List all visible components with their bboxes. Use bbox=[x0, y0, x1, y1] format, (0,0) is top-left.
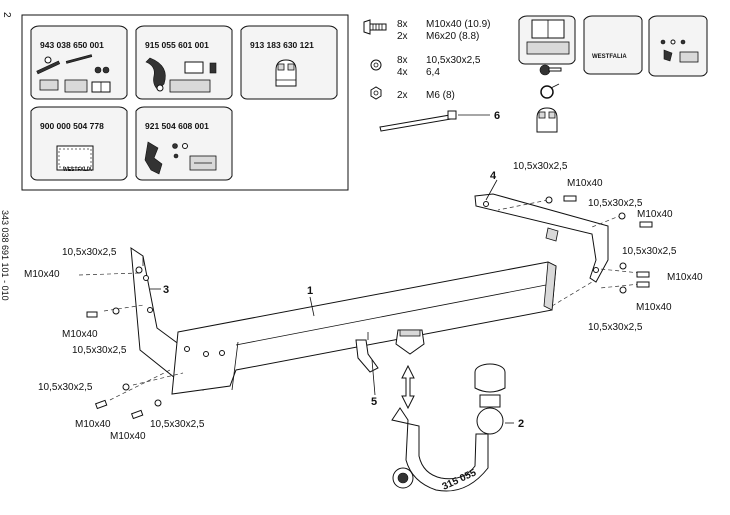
kit-brand: WESTFALIA bbox=[63, 167, 92, 173]
kit-part-number: 913 183 630 121 bbox=[250, 40, 314, 50]
kit-contents-frame bbox=[21, 14, 349, 191]
bolt-label: M10x40 bbox=[636, 302, 672, 313]
screw-kit-icon bbox=[36, 54, 111, 93]
hardware-spec: M6x20 (8.8) bbox=[426, 31, 479, 42]
storage-bag-icon bbox=[56, 145, 94, 171]
bolt-label: M10x40 bbox=[62, 329, 98, 340]
bolt-label: M10x40 bbox=[75, 419, 111, 430]
cable-tie-icon bbox=[379, 110, 457, 132]
part-number-6: 6 bbox=[494, 110, 500, 122]
washer-label: 10,5x30x2,5 bbox=[72, 345, 127, 356]
accessory-brand: WESTFALIA bbox=[592, 54, 627, 60]
bolt-label: M10x40 bbox=[567, 178, 603, 189]
hardware-spec: M6 (8) bbox=[426, 90, 455, 101]
kit-part-number: 900 000 504 778 bbox=[40, 121, 104, 131]
main-crossbar bbox=[171, 261, 557, 395]
bolt-label: M10x40 bbox=[24, 269, 60, 280]
washer-icon bbox=[370, 59, 382, 71]
hardware-legend: 8x M10x40 (10.9) 2x M6x20 (8.8) 8x 10,5x… bbox=[363, 19, 500, 132]
bolt-icon bbox=[363, 19, 387, 35]
hardware-qty: 2x bbox=[397, 90, 408, 101]
washer-label: 10,5x30x2,5 bbox=[150, 419, 205, 430]
hardware-spec: 10,5x30x2,5 bbox=[426, 55, 481, 66]
detachable-ball-neck: 315 055 bbox=[391, 363, 506, 493]
kit-bag-1: 943 038 650 001 bbox=[30, 25, 128, 100]
electrical-kit-icon bbox=[144, 141, 217, 175]
part-number-4: 4 bbox=[490, 170, 497, 182]
hardware-spec: M10x40 (10.9) bbox=[426, 19, 490, 30]
hardware-qty: 8x bbox=[397, 55, 408, 66]
hardware-qty: 2x bbox=[397, 31, 408, 42]
fasteners bbox=[86, 195, 653, 420]
kit-bag-4: 900 000 504 778 WESTFALIA bbox=[30, 106, 128, 181]
locking-pin-kit-icon bbox=[145, 57, 217, 93]
nut-icon bbox=[370, 86, 382, 100]
ring-icon bbox=[540, 83, 560, 99]
part-number-2: 2 bbox=[518, 418, 524, 430]
page-number: 2 bbox=[1, 12, 12, 18]
washer-label: 10,5x30x2,5 bbox=[38, 382, 93, 393]
kit-bag-2: 915 055 601 001 bbox=[135, 25, 233, 100]
washer-label: 10,5x30x2,5 bbox=[588, 198, 643, 209]
accessory-bag-1 bbox=[518, 15, 576, 65]
leader-lines bbox=[150, 179, 514, 424]
socket-cover-icon bbox=[275, 59, 297, 87]
hardware-qty: 4x bbox=[397, 67, 408, 78]
bolt-label: M10x40 bbox=[110, 431, 146, 442]
assembly-lines bbox=[78, 199, 641, 401]
kit-part-number: 943 038 650 001 bbox=[40, 40, 104, 50]
socket-cover-icon bbox=[536, 107, 558, 133]
hardware-qty: 8x bbox=[397, 19, 408, 30]
kit-part-number: 921 504 608 001 bbox=[145, 121, 209, 131]
accessory-bag-2: WESTFALIA bbox=[583, 15, 643, 75]
bolt-label: M10x40 bbox=[637, 209, 673, 220]
hardware-spec: 6,4 bbox=[426, 67, 440, 78]
washer-label: 10,5x30x2,5 bbox=[513, 161, 568, 172]
kit-bag-3: 913 183 630 121 bbox=[240, 25, 338, 100]
side-code: 343 038 691 101 - 010 bbox=[0, 210, 10, 301]
part-number-3: 3 bbox=[163, 284, 169, 296]
right-bracket bbox=[474, 193, 609, 283]
kit-bag-5: 921 504 608 001 bbox=[135, 106, 233, 181]
washer-label: 10,5x30x2,5 bbox=[622, 246, 677, 257]
washer-label: 10,5x30x2,5 bbox=[588, 322, 643, 333]
insert-arrow-icon bbox=[401, 364, 415, 410]
ball-neck-receiver bbox=[395, 329, 425, 355]
key-icon bbox=[539, 64, 562, 76]
part-number-1: 1 bbox=[307, 285, 313, 297]
bolt-label: M10x40 bbox=[667, 272, 703, 283]
accessory-bag-3 bbox=[648, 15, 708, 77]
part-number-5: 5 bbox=[371, 396, 377, 408]
kit-part-number: 915 055 601 001 bbox=[145, 40, 209, 50]
washer-label: 10,5x30x2,5 bbox=[62, 247, 117, 258]
